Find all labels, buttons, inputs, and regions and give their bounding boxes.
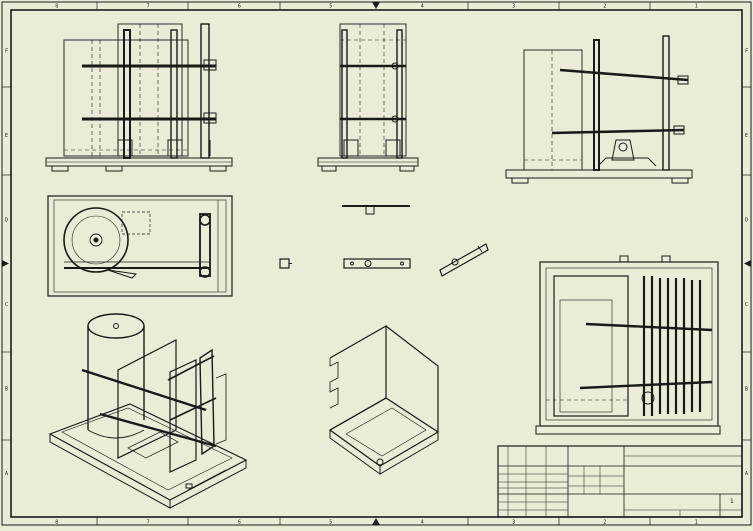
zone-row-label: E xyxy=(5,133,8,139)
side-view xyxy=(317,23,419,172)
zone-row-label: B xyxy=(5,386,8,392)
zone-row-label: C xyxy=(5,302,8,308)
zone-column-label: 8 xyxy=(55,4,58,10)
zone-column-label: 2 xyxy=(603,520,606,526)
right-side-view xyxy=(505,35,693,184)
zone-column-label: 1 xyxy=(695,4,698,10)
zone-row-label: B xyxy=(745,386,748,392)
zone-column-label: 3 xyxy=(512,4,515,10)
zone-column-label: 7 xyxy=(147,4,150,10)
isometric-assembly xyxy=(48,313,248,509)
zone-column-label: 6 xyxy=(238,4,241,10)
zone-column-label: 8 xyxy=(55,520,58,526)
zone-row-label: F xyxy=(745,48,748,54)
zone-row-label: E xyxy=(745,133,748,139)
zone-row-label: D xyxy=(5,217,8,223)
centering-marks xyxy=(2,2,751,525)
zone-row-label: D xyxy=(745,217,748,223)
zone-column-label: 5 xyxy=(329,520,332,526)
zone-row-label: A xyxy=(745,471,748,477)
front-view xyxy=(45,23,233,172)
zone-column-label: 4 xyxy=(421,520,424,526)
zone-column-label: 3 xyxy=(512,520,515,526)
zone-column-label: 6 xyxy=(238,520,241,526)
sheet-number: 1 xyxy=(730,498,734,505)
right-elevation xyxy=(535,255,721,435)
zone-column-label: 2 xyxy=(603,4,606,10)
zone-row-label: F xyxy=(5,48,8,54)
zone-row-label: C xyxy=(745,302,748,308)
zone-column-label: 5 xyxy=(329,4,332,10)
zone-ticks xyxy=(2,2,751,525)
zone-row-label: A xyxy=(5,471,8,477)
zone-column-label: 4 xyxy=(421,4,424,10)
zone-column-label: 7 xyxy=(147,520,150,526)
top-view xyxy=(47,195,233,297)
title-block xyxy=(497,445,743,518)
isometric-bracket xyxy=(328,324,440,475)
zone-column-label: 1 xyxy=(695,520,698,526)
detail-bracket xyxy=(279,205,489,277)
